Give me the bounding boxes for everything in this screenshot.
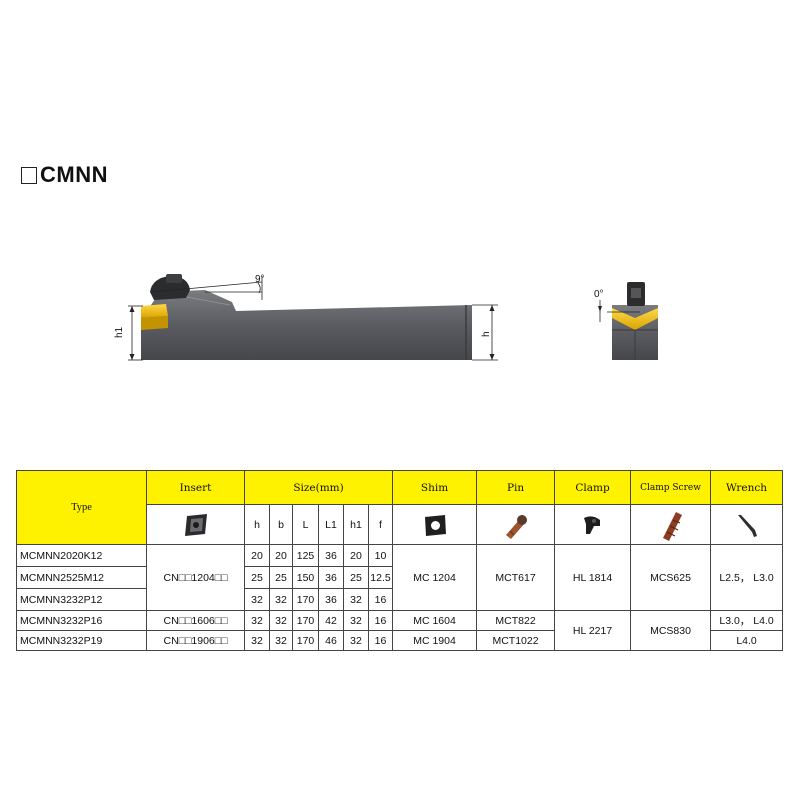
dim-cell: 32 xyxy=(269,610,293,631)
dim-cell: 25 xyxy=(244,566,270,589)
side-view: 9° h1 h xyxy=(114,274,498,361)
clamp-screw-cell: MCS830 xyxy=(630,610,712,651)
dim-header-L1: L1 xyxy=(318,504,344,545)
dim-cell: 170 xyxy=(292,610,319,631)
dim-header-f: f xyxy=(367,504,394,545)
dim-h1-label: h1 xyxy=(114,326,125,338)
dim-cell: 36 xyxy=(318,588,344,611)
dim-cell: 12.5 xyxy=(367,566,394,589)
dim-cell: 36 xyxy=(318,544,344,567)
clamp-image xyxy=(554,504,632,545)
clamp-cell: HL 1814 xyxy=(554,544,632,611)
hex-key-icon xyxy=(737,514,757,537)
dim-cell: 20 xyxy=(244,544,270,567)
dim-cell: 46 xyxy=(318,630,344,651)
dim-cell: 32 xyxy=(244,630,270,651)
clamp-screw-image xyxy=(630,504,712,545)
dim-cell: 170 xyxy=(292,630,319,651)
clamp-cell: HL 2217 xyxy=(554,610,632,651)
dim-cell: 32 xyxy=(269,630,293,651)
wrench-header: Wrench xyxy=(710,470,784,505)
shim-header: Shim xyxy=(392,470,478,505)
dim-cell: 20 xyxy=(269,544,293,567)
pin-cell: MCT617 xyxy=(476,544,556,611)
pin-cell: MCT822 xyxy=(476,610,556,631)
pin-header: Pin xyxy=(476,470,556,505)
size-header: Size(mm) xyxy=(243,470,394,505)
insert-cell: CN□□1204□□ xyxy=(146,544,245,611)
dim-cell: 125 xyxy=(292,544,319,567)
dim-cell: 32 xyxy=(269,588,293,611)
insert-header: Insert xyxy=(146,470,245,505)
dim-cell: 25 xyxy=(269,566,293,589)
clamp-icon xyxy=(583,515,600,534)
dim-header-L: L xyxy=(292,504,319,545)
dim-header-h: h xyxy=(244,504,270,545)
dim-cell: 16 xyxy=(367,630,394,651)
shim-image xyxy=(392,504,478,545)
model-cell: MCMNN2525M12 xyxy=(16,566,147,589)
tool-holder-drawing: 9° h1 h 0° xyxy=(114,274,658,361)
spec-table: Type Insert Size(mm) Shim Pin Clamp Clam… xyxy=(16,470,784,651)
dim-cell: 36 xyxy=(318,566,344,589)
dim-cell: 32 xyxy=(244,610,270,631)
wrench-cell: L3.0， L4.0 xyxy=(710,610,784,631)
shim-cell: MC 1604 xyxy=(392,610,478,631)
dim-h-side-label: h xyxy=(481,331,492,337)
wrench-cell: L4.0 xyxy=(710,630,784,651)
dim-cell: 32 xyxy=(244,588,270,611)
front-view: 0° xyxy=(594,282,658,360)
pin-cell: MCT1022 xyxy=(476,630,556,651)
dim-cell: 32 xyxy=(343,630,369,651)
title-square-icon xyxy=(21,166,37,184)
insert-image xyxy=(146,504,245,545)
angle-label-front: 0° xyxy=(594,289,604,300)
dim-cell: 170 xyxy=(292,588,319,611)
shim-cell: MC 1904 xyxy=(392,630,478,651)
dim-cell: 150 xyxy=(292,566,319,589)
insert-cell: CN□□1906□□ xyxy=(146,630,245,651)
insert-cell: CN□□1606□□ xyxy=(146,610,245,631)
shim-cell: MC 1204 xyxy=(392,544,478,611)
dim-cell: 25 xyxy=(343,566,369,589)
clamp-header: Clamp xyxy=(554,470,632,505)
pin-image xyxy=(476,504,556,545)
insert-icon xyxy=(184,513,207,536)
dim-header-h1: h1 xyxy=(343,504,369,545)
pin-icon xyxy=(505,514,527,539)
dim-cell: 32 xyxy=(343,588,369,611)
dim-cell: 42 xyxy=(318,610,344,631)
wrench-cell: L2.5， L3.0 xyxy=(710,544,784,611)
model-cell: MCMNN3232P19 xyxy=(16,630,147,651)
model-cell: MCMNN3232P12 xyxy=(16,588,147,611)
angle-label-side: 9° xyxy=(255,274,265,285)
page-title: CMNN xyxy=(21,162,108,188)
model-cell: MCMNN3232P16 xyxy=(16,610,147,631)
clamp-screw-icon xyxy=(662,511,682,541)
dim-cell: 16 xyxy=(367,588,394,611)
type-header: Type xyxy=(16,470,147,545)
dim-cell: 10 xyxy=(367,544,394,567)
clamp-screw-cell: MCS625 xyxy=(630,544,712,611)
wrench-image xyxy=(710,504,784,545)
dim-cell: 20 xyxy=(343,544,369,567)
title-text: CMNN xyxy=(40,162,108,187)
dim-header-b: b xyxy=(269,504,293,545)
model-cell: MCMNN2020K12 xyxy=(16,544,147,567)
clamp-screw-header: Clamp Screw xyxy=(630,470,712,505)
dim-cell: 16 xyxy=(367,610,394,631)
dim-cell: 32 xyxy=(343,610,369,631)
shim-icon xyxy=(424,514,446,536)
